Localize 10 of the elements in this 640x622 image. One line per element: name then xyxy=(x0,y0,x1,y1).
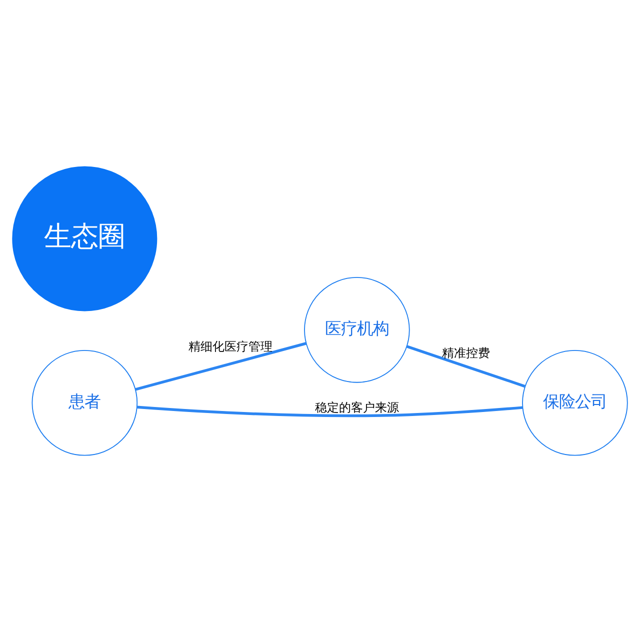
connector xyxy=(137,406,523,418)
node-circle: 保险公司 xyxy=(522,350,628,456)
connector xyxy=(135,342,307,391)
edge-label: 稳定的客户来源 xyxy=(314,400,399,414)
node-circle: 患者 xyxy=(32,350,138,456)
node-circle: 医疗机构 xyxy=(304,277,410,383)
connector xyxy=(406,345,526,388)
node-circle: 生态圈 xyxy=(12,166,158,312)
edge-label: 精准控费 xyxy=(442,346,490,360)
edge-label: 精细化医疗管理 xyxy=(188,339,273,354)
